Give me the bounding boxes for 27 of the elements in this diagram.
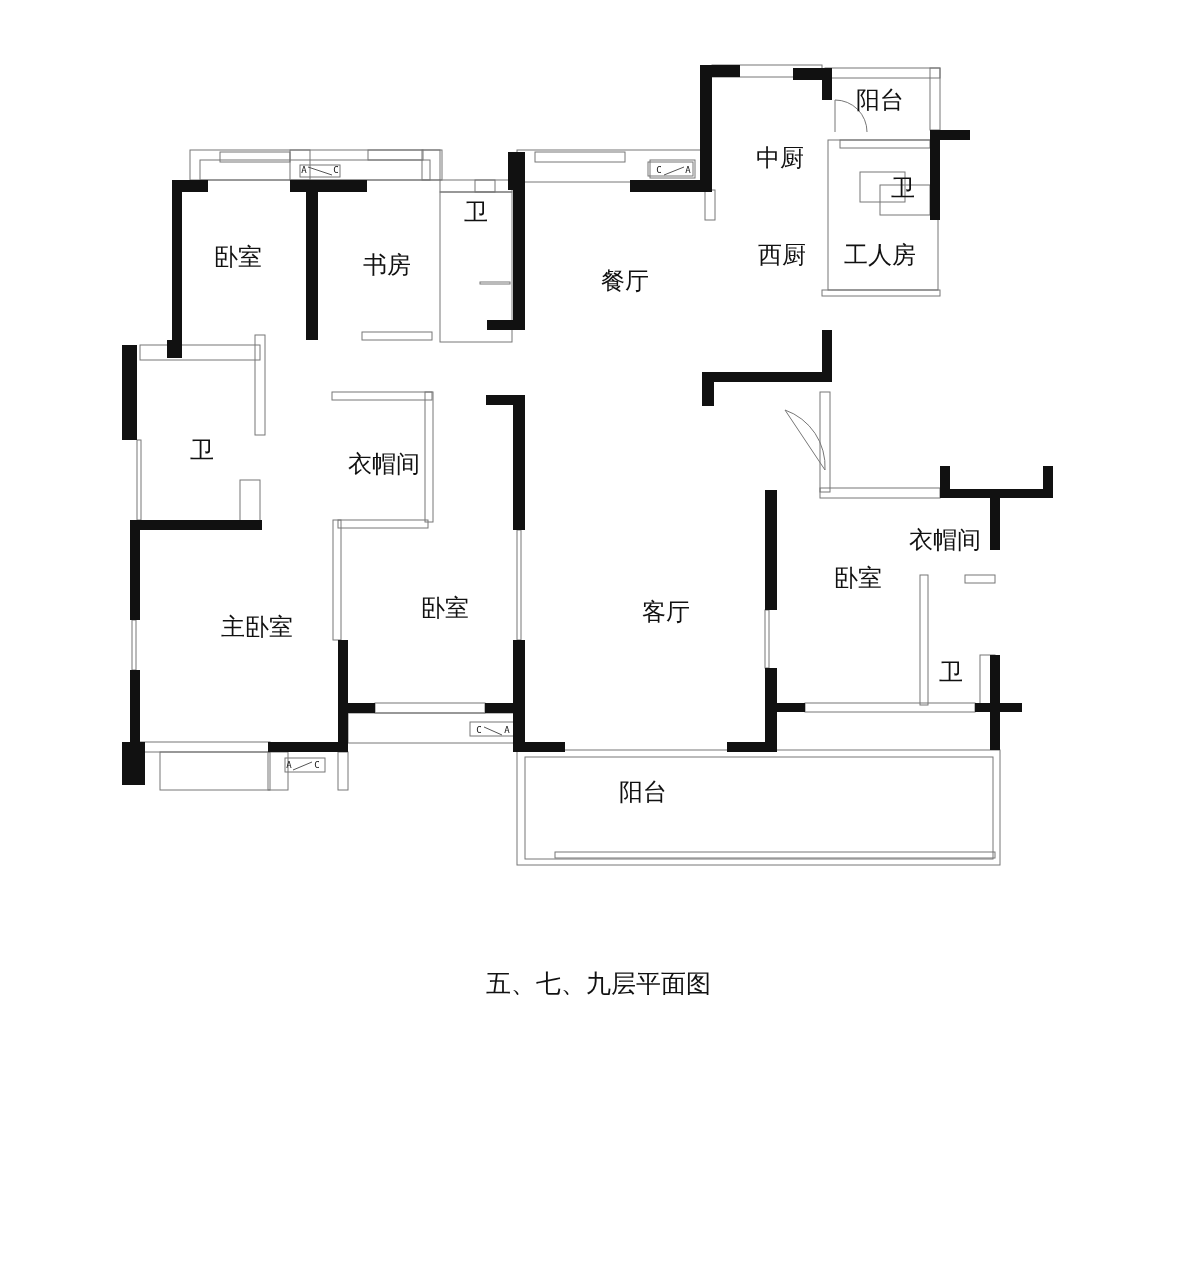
marker-letter: A	[286, 760, 292, 770]
room-label: 阳台	[856, 88, 904, 112]
marker-letter: A	[685, 165, 691, 175]
room-label: 阳台	[619, 780, 667, 804]
marker-letter: A	[504, 725, 510, 735]
room-label: 工人房	[844, 243, 916, 267]
marker-letter: C	[476, 725, 482, 735]
room-label: 卧室	[214, 245, 262, 269]
room-label: 书房	[363, 253, 411, 277]
marker-letter: C	[656, 165, 662, 175]
room-label: 衣帽间	[348, 452, 420, 476]
room-label: 主卧室	[221, 615, 293, 639]
marker-letter: C	[333, 165, 339, 175]
room-label: 餐厅	[601, 269, 649, 293]
room-label: 卧室	[834, 566, 882, 590]
marker-letter: C	[314, 760, 320, 770]
room-label: 卧室	[421, 596, 469, 620]
marker-letter: A	[301, 165, 307, 175]
room-label: 卫	[190, 438, 214, 462]
room-label: 中厨	[756, 146, 804, 170]
room-label: 卫	[939, 660, 963, 684]
room-label: 客厅	[642, 600, 690, 624]
room-label: 西厨	[758, 243, 806, 267]
room-label: 衣帽间	[909, 528, 981, 552]
caption: 五、七、九层平面图	[485, 970, 711, 996]
room-label: 卫	[464, 200, 488, 224]
room-label: 卫	[891, 176, 915, 200]
